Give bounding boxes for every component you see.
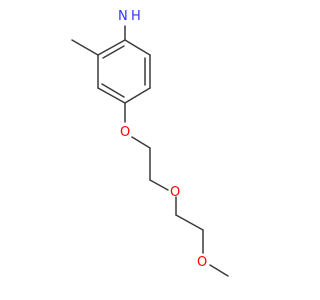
ring-bond-c6-c1-inner bbox=[102, 45, 125, 59]
ring-bond-c4-c5-inner bbox=[101, 83, 125, 98]
ring-bond-c6-c1 bbox=[97, 39, 126, 56]
bond-c9-c10 bbox=[175, 214, 204, 231]
amine-nitrogen-label: N bbox=[118, 9, 128, 24]
ring-bond-c4-c5 bbox=[97, 87, 126, 104]
ether-oxygen-3-label: O bbox=[197, 255, 207, 270]
ring-bond-c3-c4 bbox=[124, 87, 151, 104]
bond-o3-c11 bbox=[209, 264, 229, 277]
bond-c6-methyl bbox=[71, 39, 99, 56]
atom-labels: N H O O O bbox=[118, 9, 207, 270]
molecule-structure: N H O O O bbox=[71, 9, 229, 277]
ether-oxygen-2-label: O bbox=[170, 185, 180, 200]
amine-hydrogen-label: H bbox=[131, 9, 141, 24]
bonds bbox=[71, 25, 229, 277]
ether-oxygen-1-label: O bbox=[120, 125, 130, 140]
bond-o1-c7 bbox=[131, 136, 151, 149]
bond-c8-o2 bbox=[149, 179, 169, 191]
ring-bond-c1-c2 bbox=[124, 39, 151, 56]
